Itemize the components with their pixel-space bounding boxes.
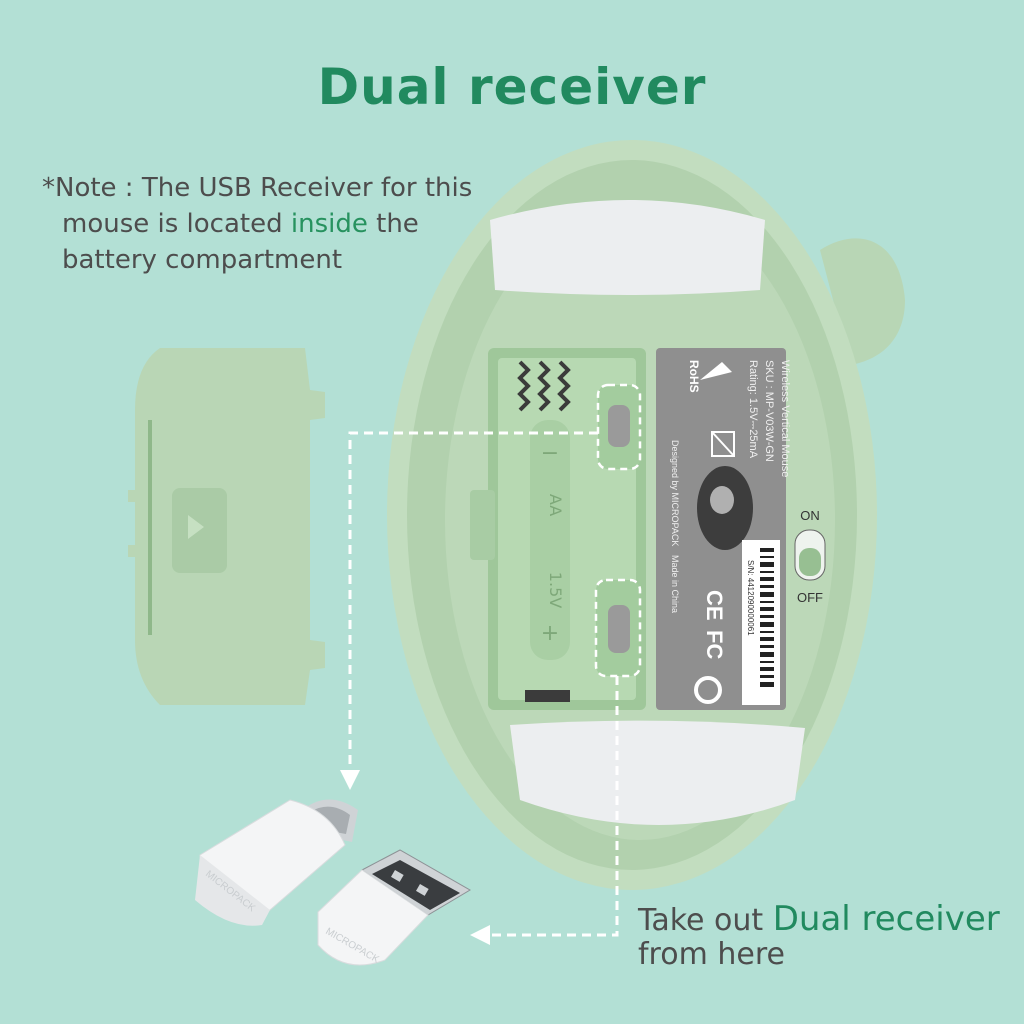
label-rohs: RoHS — [687, 360, 701, 393]
cover-latch — [172, 488, 227, 573]
label-product: Wireless Vertical Mouse — [779, 360, 791, 477]
callout-line-2: from here — [638, 937, 785, 972]
note-line-1: *Note : The USB Receiver for this — [42, 173, 473, 203]
note-highlight: inside — [290, 209, 368, 239]
usb-a-receiver: MICROPACK — [317, 849, 471, 966]
weee-bin-icon — [711, 431, 735, 457]
battery-voltage: 1.5V — [546, 572, 565, 608]
barcode-icon — [760, 548, 774, 687]
label-serial: S/N: 4412090000061 — [746, 560, 755, 636]
battery-plus: + — [541, 621, 559, 646]
receiver-note: *Note : The USB Receiver for this mouse … — [42, 170, 502, 278]
power-switch-knob[interactable] — [799, 548, 821, 576]
glide-pad-bottom — [510, 720, 805, 825]
fcc-mark-icon: FC — [702, 630, 727, 659]
recycle-icon — [694, 676, 722, 704]
play-arrow-icon — [188, 515, 204, 539]
label-made: Made in China — [670, 555, 680, 613]
brand-logo-icon — [700, 362, 732, 380]
arrow-head-b-icon — [470, 925, 490, 945]
usb-c-receiver: MICROPACK — [195, 799, 358, 926]
mouse-thumb-rest — [820, 238, 905, 365]
label-designed: Designed by MICROPACK — [670, 440, 680, 546]
arrow-path-b — [488, 676, 619, 937]
battery-minus: − — [541, 441, 559, 466]
mouse-side-button — [470, 490, 495, 560]
battery-size: AA — [546, 494, 565, 516]
callout-highlight: Dual receiver — [772, 899, 1000, 939]
arrow-head-a-icon — [340, 770, 360, 790]
label-rating: Rating: 1.5V⎓25mA — [747, 360, 759, 459]
battery-contact — [525, 690, 570, 702]
label-sku: SKU : MP-V03W-GN — [763, 360, 775, 462]
switch-on-label: ON — [800, 508, 820, 523]
ce-mark-icon: CE — [702, 590, 727, 621]
arrow-path-a — [348, 431, 598, 775]
battery-cover — [135, 348, 325, 705]
page-title: Dual receiver — [317, 58, 707, 116]
glide-pad-top — [490, 200, 765, 295]
note-line-2: mouse is located inside the — [62, 209, 419, 239]
battery-spring-icon — [517, 360, 531, 412]
note-line-3: battery compartment — [62, 245, 343, 275]
switch-off-label: OFF — [797, 590, 823, 605]
battery-outline — [530, 420, 570, 660]
take-out-callout: Take out Dual receiver from here — [638, 899, 1000, 972]
